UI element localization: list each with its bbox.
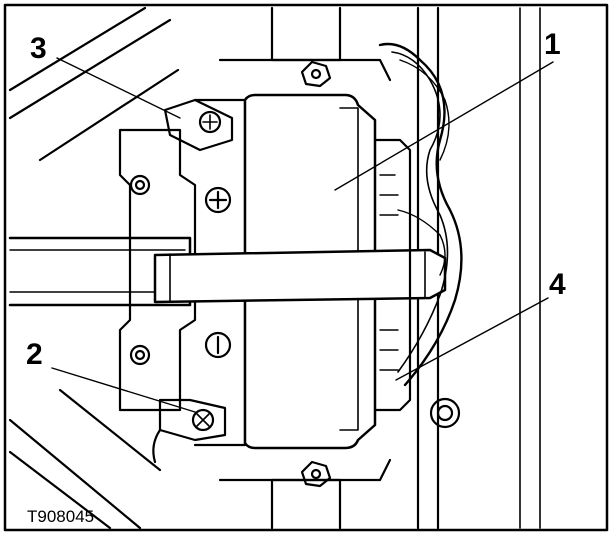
top-bracket-flange [218, 58, 392, 82]
plate-bolt-top-inner [134, 179, 146, 191]
border [3, 3, 609, 532]
minus-terminal-ring [204, 331, 232, 359]
wiring-strand-2 [397, 209, 446, 276]
leader-line-3 [56, 57, 181, 119]
bolt-3 [198, 110, 222, 134]
trim-line-top-left-2 [8, 18, 172, 120]
trim-line-top-left [8, 6, 147, 92]
leader-line-4 [395, 297, 549, 381]
plate-bolt-bottom-inner [134, 349, 146, 361]
top-bracket [270, 6, 342, 62]
trim-line-bottom-left [8, 418, 142, 530]
top-nut [300, 60, 332, 88]
callout-4: 4 [549, 268, 566, 301]
connector-housing [373, 138, 412, 412]
grommet-inner [436, 404, 454, 422]
bolt-3-bracket [163, 98, 234, 152]
bottom-bracket [270, 478, 342, 530]
wiring-harness-outer [378, 42, 463, 387]
bolt-2 [191, 408, 215, 432]
bottom-bracket-flange [218, 458, 392, 482]
grommet [429, 397, 461, 429]
bolt-3-head [202, 114, 218, 130]
trim-line-bottom-left-3 [58, 388, 162, 472]
top-nut-hole [310, 68, 322, 80]
callout-3: 3 [30, 32, 47, 65]
callout-1: 1 [544, 28, 561, 61]
leader-line-1 [334, 61, 554, 191]
leader-line-2 [51, 367, 196, 413]
plate-bolt-bottom [129, 344, 151, 366]
wiring-strand [399, 59, 450, 161]
callout-2: 2 [26, 338, 43, 371]
trim-line-top-left-3 [38, 68, 180, 162]
strap-left-end [154, 253, 171, 303]
plate-bolt-top [129, 174, 151, 196]
trim-line-bottom-left-2 [8, 450, 112, 530]
bolt-2-head [196, 413, 210, 427]
bolt-2-tab [152, 428, 162, 464]
bottom-nut-hole [310, 468, 322, 480]
figure-id: T908045 [27, 507, 95, 526]
bottom-nut [300, 460, 332, 488]
connector-pins [379, 174, 399, 371]
retaining-strap [153, 248, 447, 304]
wiring-harness-inner [391, 51, 449, 373]
plus-terminal-sign [208, 190, 228, 210]
plus-terminal-ring [204, 186, 232, 214]
